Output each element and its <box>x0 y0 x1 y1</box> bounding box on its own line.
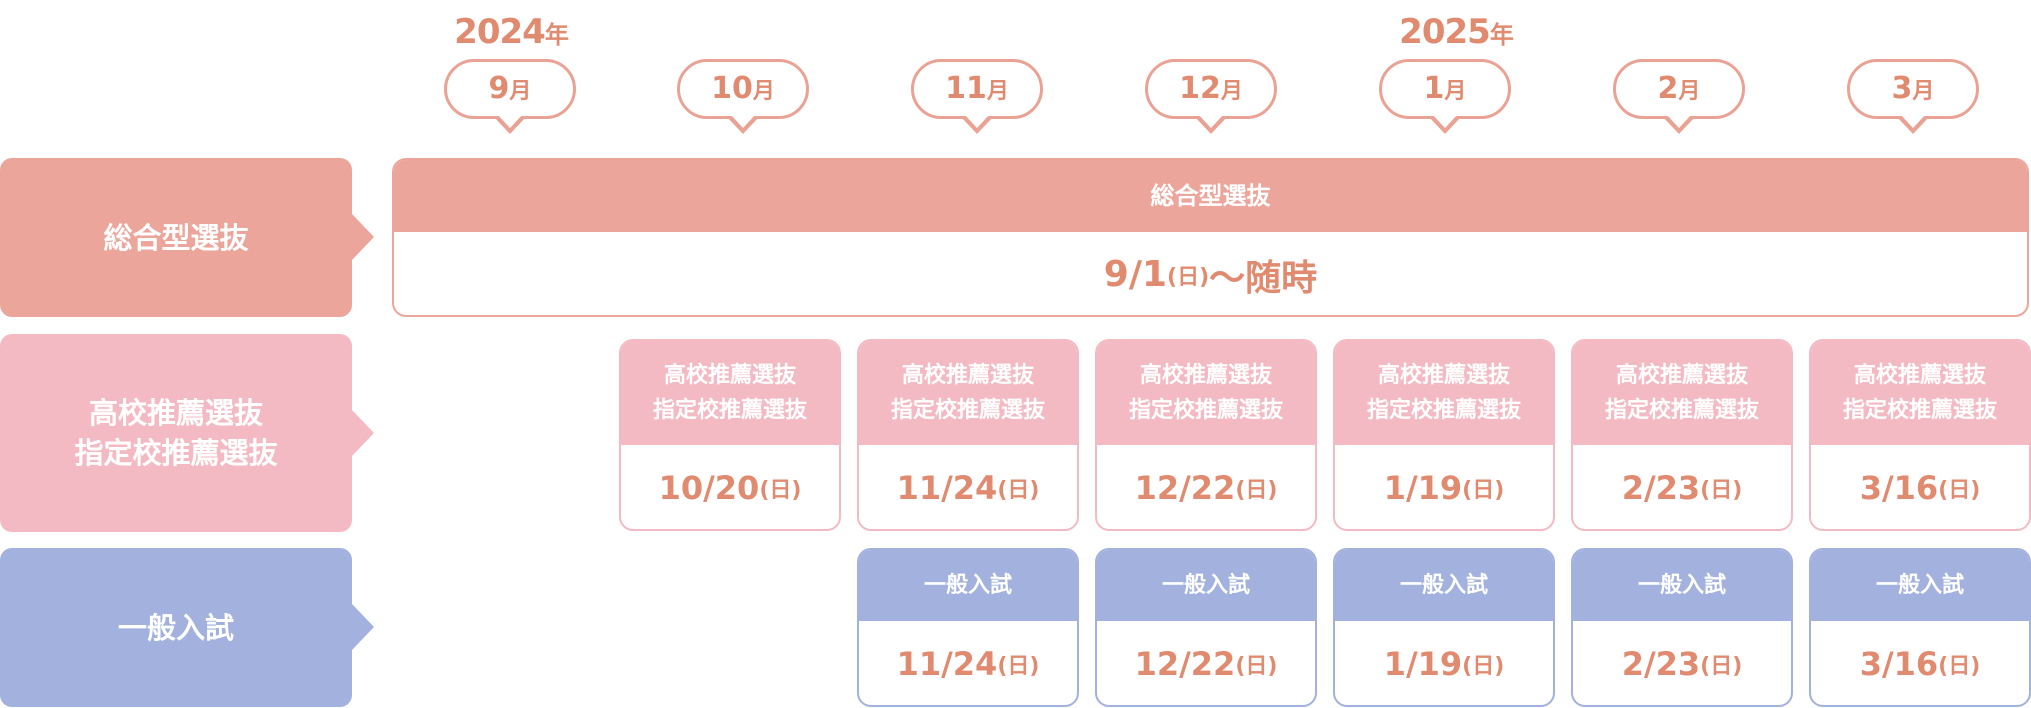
ippan-date: 11/24(日) <box>896 645 1040 683</box>
ippan-card-mar: 一般入試 3/16(日) <box>1809 548 2031 707</box>
ippan-date: 12/22(日) <box>1134 645 1278 683</box>
ippan-date: 3/16(日) <box>1859 645 1981 683</box>
suisen-date: 2/23(日) <box>1621 469 1743 507</box>
month-bubble-9: 9月 <box>444 59 576 134</box>
suisen-date: 11/24(日) <box>896 469 1040 507</box>
ippan-date: 2/23(日) <box>1621 645 1743 683</box>
ippan-card-nov: 一般入試 11/24(日) <box>857 548 1079 707</box>
row-label-ippan: 一般入試 <box>0 548 352 707</box>
month-bubble-3: 3月 <box>1847 59 1979 134</box>
row-arrow-suisen <box>352 410 374 456</box>
ippan-card-feb: 一般入試 2/23(日) <box>1571 548 1793 707</box>
suisen-card-feb: 高校推薦選抜指定校推薦選抜 2/23(日) <box>1571 339 1793 531</box>
year-label-2025: 2025年 <box>1399 12 1514 52</box>
suisen-date: 1/19(日) <box>1383 469 1505 507</box>
suisen-date: 10/20(日) <box>658 469 802 507</box>
sogo-card-title: 総合型選抜 <box>394 160 2027 232</box>
year-label-2024: 2024年 <box>454 12 569 52</box>
sogo-schedule-card: 総合型選抜 9/1(日)〜随時 <box>392 158 2029 317</box>
suisen-card-jan: 高校推薦選抜指定校推薦選抜 1/19(日) <box>1333 339 1555 531</box>
row-label-sogo: 総合型選抜 <box>0 158 352 317</box>
row-label-suisen: 高校推薦選抜 指定校推薦選抜 <box>0 334 352 532</box>
month-bubble-1: 1月 <box>1379 59 1511 134</box>
ippan-card-jan: 一般入試 1/19(日) <box>1333 548 1555 707</box>
ippan-date: 1/19(日) <box>1383 645 1505 683</box>
row-arrow-sogo <box>352 214 374 260</box>
month-bubble-12: 12月 <box>1145 59 1277 134</box>
month-bubble-10: 10月 <box>677 59 809 134</box>
ippan-card-dec: 一般入試 12/22(日) <box>1095 548 1317 707</box>
suisen-date: 3/16(日) <box>1859 469 1981 507</box>
month-bubble-2: 2月 <box>1613 59 1745 134</box>
sogo-card-date: 9/1(日)〜随時 <box>1103 254 1318 299</box>
suisen-card-dec: 高校推薦選抜指定校推薦選抜 12/22(日) <box>1095 339 1317 531</box>
suisen-card-nov: 高校推薦選抜指定校推薦選抜 11/24(日) <box>857 339 1079 531</box>
row-arrow-ippan <box>352 604 374 650</box>
suisen-card-mar: 高校推薦選抜指定校推薦選抜 3/16(日) <box>1809 339 2031 531</box>
suisen-date: 12/22(日) <box>1134 469 1278 507</box>
month-bubble-11: 11月 <box>911 59 1043 134</box>
suisen-card-oct: 高校推薦選抜指定校推薦選抜 10/20(日) <box>619 339 841 531</box>
